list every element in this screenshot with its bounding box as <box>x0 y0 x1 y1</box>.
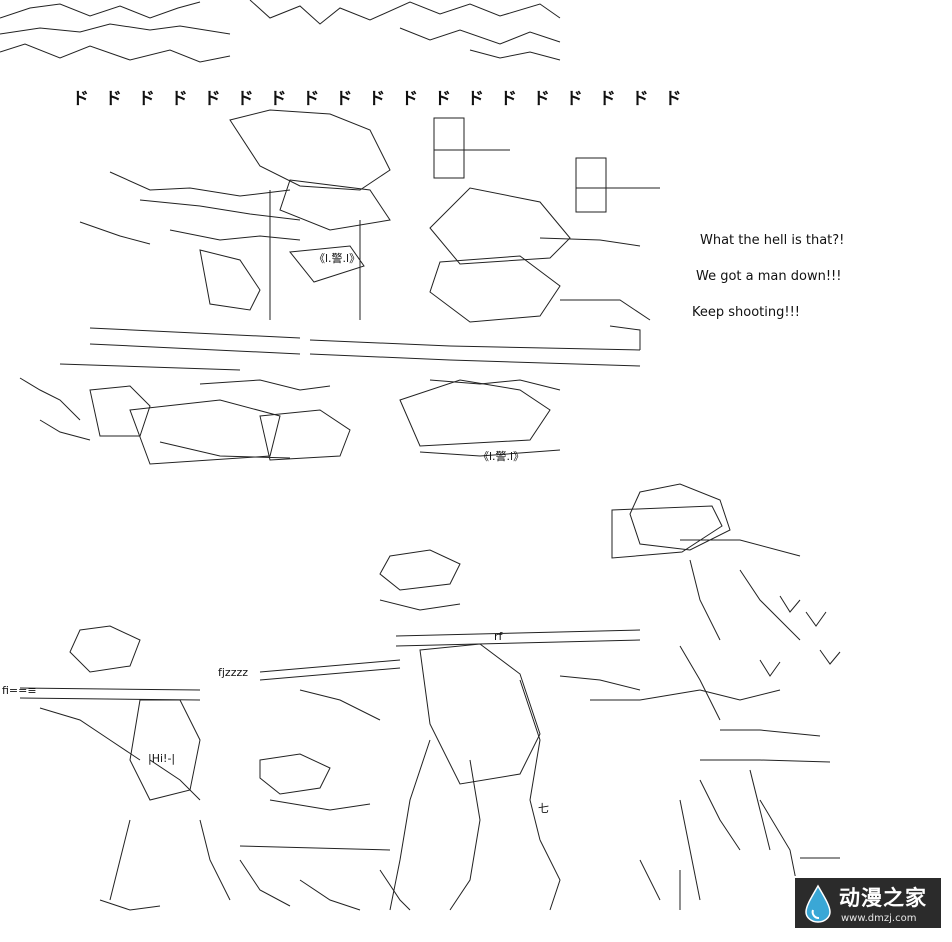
left-soldier-art <box>19 625 231 911</box>
site-watermark-logo: 动漫之家 www.dmzj.com <box>793 876 943 930</box>
gunfire-lines-art <box>259 659 701 721</box>
top-right-soldier-art <box>429 187 651 350</box>
seven-label: 七 <box>538 802 549 815</box>
top-debris-art <box>0 0 561 63</box>
caption-keep-shooting: Keep shooting!!! <box>692 305 801 320</box>
emblem-label-left: 《l.警.l》 <box>314 252 361 265</box>
fi-label: fi==≡ <box>2 684 37 697</box>
weapon-barrels-art <box>59 327 641 391</box>
water-drop-icon <box>805 884 831 923</box>
center-soldier-art <box>379 549 641 911</box>
top-lower-figures-art <box>19 377 561 465</box>
emblem-label-right: 《l.警.l》 <box>478 450 525 463</box>
caption-man-down: We got a man down!!! <box>696 269 842 284</box>
fizz-sfx: fjzzzz <box>218 666 249 679</box>
rf-label: rf <box>494 630 503 643</box>
sfx-text: ド ド ド ド ド ド ド ド ド ド ド ド ド ド ド ド ド ド ド <box>72 89 687 109</box>
spark-marks-art <box>759 595 841 677</box>
crouching-soldier-art <box>239 753 411 911</box>
top-left-soldiers-art <box>79 109 391 320</box>
signboard-art <box>433 117 660 213</box>
watermark-name: 动漫之家 <box>839 886 927 910</box>
watermark-url: www.dmzj.com <box>841 913 917 924</box>
monster-figure-art <box>611 483 840 910</box>
caption-what-the-hell: What the hell is that?! <box>700 233 845 248</box>
hi-label: |Hi!-| <box>148 752 176 765</box>
